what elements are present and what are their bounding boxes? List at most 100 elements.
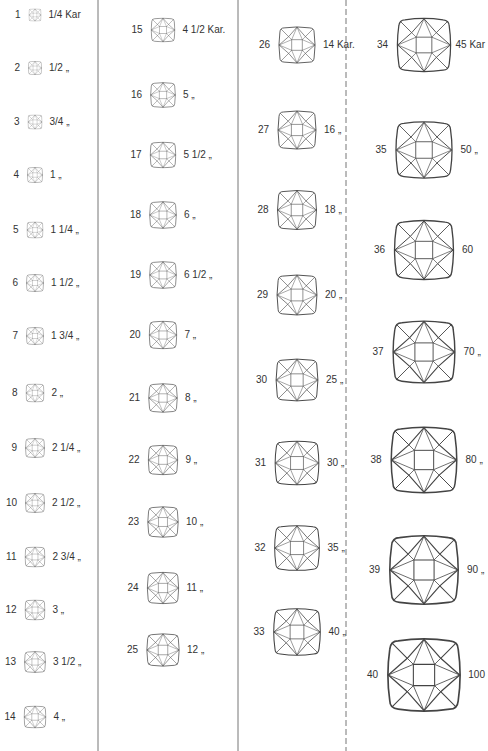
item-number: 3 xyxy=(14,116,20,128)
carat-label: 5 1/2 „ xyxy=(184,149,212,161)
item-number: 22 xyxy=(128,454,139,466)
item-number: 2 xyxy=(14,62,20,74)
item-number: 14 xyxy=(4,711,15,723)
cushion-diamond xyxy=(28,61,41,74)
item-number: 30 xyxy=(256,374,267,386)
cushion-diamond xyxy=(26,327,43,344)
carat-label: 9 „ xyxy=(186,454,198,466)
column-divider xyxy=(98,0,346,751)
carat-label: 6 „ xyxy=(184,209,196,221)
carat-label: 30 „ xyxy=(327,457,344,469)
item-number: 34 xyxy=(377,39,388,51)
item-number: 33 xyxy=(253,626,264,638)
carat-label: 25 „ xyxy=(326,374,343,386)
cushion-diamond xyxy=(391,427,457,493)
item-number: 5 xyxy=(13,224,19,236)
carat-label: 11 „ xyxy=(187,582,204,594)
carat-label: 45 Kar xyxy=(456,39,485,51)
item-number: 17 xyxy=(130,149,141,161)
item-number: 21 xyxy=(129,392,140,404)
carat-label: 4 1/2 Kar. xyxy=(183,24,226,36)
item-number: 24 xyxy=(127,582,138,594)
cushion-diamond xyxy=(27,167,42,182)
item-number: 27 xyxy=(258,124,269,136)
cushion-diamond xyxy=(278,191,317,230)
cushion-diamond xyxy=(147,634,179,666)
cushion-diamond xyxy=(274,609,321,656)
item-number: 32 xyxy=(254,542,265,554)
item-number: 10 xyxy=(6,497,17,509)
carat-label: 70 „ xyxy=(464,346,481,358)
item-number: 28 xyxy=(257,204,268,216)
carat-label: 2 3/4 „ xyxy=(53,551,81,563)
carat-label: 5 „ xyxy=(183,89,195,101)
cushion-diamond xyxy=(25,600,45,620)
carat-label: 1/4 Kar xyxy=(49,9,81,21)
item-number: 15 xyxy=(131,24,142,36)
carat-label: 14 Kar. xyxy=(323,39,355,51)
item-number: 38 xyxy=(370,454,381,466)
carat-label: 18 „ xyxy=(325,204,342,216)
carat-label: 90 „ xyxy=(467,564,484,576)
cushion-diamond xyxy=(148,445,177,474)
cushion-diamond xyxy=(150,262,177,289)
carat-label: 1 3/4 „ xyxy=(51,330,79,342)
cushion-diamond xyxy=(149,321,177,349)
carat-label: 1 1/2 „ xyxy=(51,277,79,289)
carat-label: 3/4 „ xyxy=(50,116,70,128)
item-number: 39 xyxy=(369,564,380,576)
cushion-diamond xyxy=(279,27,315,63)
cushion-diamond xyxy=(275,526,320,571)
carat-label: 60 xyxy=(462,244,473,256)
item-number: 29 xyxy=(257,289,268,301)
carat-label: 20 „ xyxy=(325,289,342,301)
cushion-diamond xyxy=(149,384,178,413)
cushion-diamond xyxy=(148,507,178,537)
carat-label: 1/2 „ xyxy=(49,62,69,74)
cushion-diamond xyxy=(388,639,460,711)
cushion-diamond xyxy=(151,83,176,108)
item-number: 6 xyxy=(12,277,18,289)
carat-label: 7 „ xyxy=(185,329,197,341)
item-number: 11 xyxy=(6,551,16,563)
cushion-diamond xyxy=(278,111,316,149)
item-number: 26 xyxy=(259,39,270,51)
item-number: 40 xyxy=(367,669,378,681)
carat-label: 4 „ xyxy=(54,711,66,723)
cushion-diamond xyxy=(395,221,454,280)
carat-label: 16 „ xyxy=(324,124,341,136)
cushion-diamond xyxy=(276,359,318,401)
carat-label: 3 1/2 „ xyxy=(53,656,81,668)
item-number: 18 xyxy=(130,209,141,221)
cushion-diamond xyxy=(26,274,43,291)
cushion-diamond xyxy=(150,202,177,229)
cushion-diamond xyxy=(397,18,450,71)
cushion-diamond xyxy=(390,536,458,604)
cushion-diamond xyxy=(26,384,44,402)
item-number: 13 xyxy=(5,656,16,668)
carat-label: 10 „ xyxy=(186,516,203,528)
cushion-diamond xyxy=(29,9,41,21)
cushion-diamond xyxy=(25,547,45,567)
carat-label: 1 1/4 „ xyxy=(51,224,79,236)
item-number: 31 xyxy=(255,457,266,469)
cushion-diamond xyxy=(26,439,45,458)
carat-label: 2 1/2 „ xyxy=(52,497,80,509)
item-number: 35 xyxy=(375,144,386,156)
item-number: 37 xyxy=(372,346,383,358)
cushion-diamond xyxy=(27,222,43,238)
carat-label: 1 „ xyxy=(50,169,62,181)
carat-label: 6 1/2 „ xyxy=(184,269,212,281)
item-number: 4 xyxy=(13,169,19,181)
carat-label: 12 „ xyxy=(187,644,204,656)
cushion-diamond xyxy=(147,572,178,603)
carat-label: 8 „ xyxy=(185,392,197,404)
cushion-diamond xyxy=(150,142,176,168)
item-number: 20 xyxy=(129,329,140,341)
item-number: 36 xyxy=(374,244,385,256)
carat-label: 40 „ xyxy=(329,626,346,638)
item-number: 19 xyxy=(130,269,141,281)
cushion-diamond xyxy=(396,122,452,178)
carat-label: 100 xyxy=(468,669,485,681)
